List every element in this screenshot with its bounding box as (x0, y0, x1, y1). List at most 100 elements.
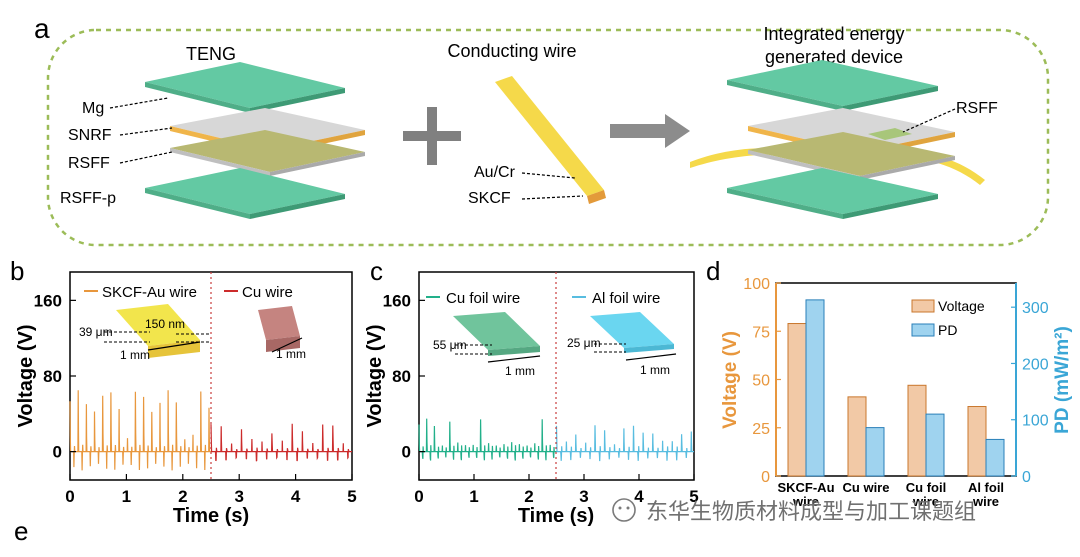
legend-cu-wire: Cu wire (242, 284, 293, 301)
category-label: wire (912, 494, 939, 509)
label-au-cr: Au/Cr (474, 164, 516, 181)
label-snrf: SNRF (68, 127, 112, 144)
x-tick-label: 2 (524, 487, 533, 506)
panel-a-label: a (34, 13, 50, 44)
category-label: Cu wire (843, 480, 890, 495)
panel-d-ylabel-left: Voltage (V) (720, 331, 741, 429)
legend-pd: PD (938, 322, 957, 338)
y-tick-label: 0 (402, 443, 411, 462)
inset-al-foil: 25 μm 1 mm (567, 312, 677, 377)
inset-b-coating: 150 nm (145, 317, 185, 331)
bar-pd (985, 438, 1005, 477)
y-left-tick-label: 0 (761, 469, 770, 486)
panel-c-ticks: 0 80 160 0 1 2 3 4 5 (383, 291, 699, 506)
bar-pd (865, 427, 885, 477)
category-label: Al foil (968, 480, 1004, 495)
integrated-device (690, 60, 985, 219)
label-mg: Mg (82, 100, 104, 117)
y-right-tick-label: 200 (1022, 356, 1049, 373)
inset-cu-wire: 1 mm (258, 306, 306, 361)
bar-voltage (967, 406, 987, 477)
legend-cu-foil-wire: Cu foil wire (446, 290, 520, 307)
x-tick-label: 3 (579, 487, 588, 506)
teng-layer-labels: Mg SNRF RSFF RSFF-p (60, 97, 173, 207)
y-right-tick-label: 0 (1022, 469, 1031, 486)
panel-d-ylabel-right: PD (mW/m²) (1052, 326, 1073, 434)
inset-b-width: 1 mm (120, 348, 150, 362)
panel-c-chart: 0 80 160 0 1 2 3 4 5 Voltage (V) Time (s) Cu foi… (364, 271, 699, 527)
panel-c-ylabel: Voltage (V) (364, 325, 386, 428)
inset-b-thickness: 39 μm (79, 325, 113, 339)
label-skcf: SKCF (468, 190, 511, 207)
y-tick-label: 80 (392, 367, 411, 386)
category-label: wire (972, 494, 999, 509)
panel-c-traces (418, 418, 694, 462)
inset-cu-width: 1 mm (276, 347, 306, 361)
wechat-icon (612, 498, 636, 522)
bar-voltage (847, 396, 867, 477)
panel-b-label: b (10, 256, 24, 286)
panel-d-bars (787, 299, 1005, 477)
y-left-tick-label: 100 (743, 276, 770, 293)
device-title-line1: Integrated energy (763, 24, 904, 44)
trace-cu-foil-wire (418, 418, 557, 461)
label-rsff: RSFF (68, 155, 110, 172)
wire-title: Conducting wire (447, 41, 576, 61)
plus-icon (403, 107, 461, 165)
category-label: wire (792, 494, 819, 509)
device-label-rsff: RSFF (956, 100, 998, 117)
trace-cu-wire (210, 423, 352, 462)
y-left-tick-label: 25 (752, 421, 770, 438)
watermark-text: 东华生物质材料成型与加工课题组 (646, 500, 976, 525)
inset-c-left-thickness: 55 μm (433, 338, 467, 352)
conducting-wire (495, 76, 606, 204)
bar-voltage (787, 323, 807, 477)
inset-skcf-au-wire: 39 μm 150 nm 1 mm (79, 304, 210, 362)
device-title-line2: generated device (765, 47, 903, 67)
inset-c-right-width: 1 mm (640, 363, 670, 377)
category-label: Cu foil (906, 480, 946, 495)
panel-b-xlabel: Time (s) (173, 505, 249, 527)
x-tick-label: 4 (291, 487, 301, 506)
y-left-tick-label: 50 (752, 373, 770, 390)
legend-voltage: Voltage (938, 298, 985, 314)
watermark: 东华生物质材料成型与加工课题组 (612, 498, 976, 525)
x-tick-label: 3 (234, 487, 243, 506)
bar-pd (805, 299, 825, 477)
y-right-tick-label: 100 (1022, 413, 1049, 430)
y-tick-label: 80 (43, 367, 62, 386)
y-right-tick-label: 300 (1022, 300, 1049, 317)
teng-stack (145, 62, 365, 219)
legend-al-foil-wire: Al foil wire (592, 290, 660, 307)
x-tick-label: 2 (178, 487, 187, 506)
inset-cu-foil: 55 μm 1 mm (433, 312, 541, 378)
panel-e-label: e (14, 516, 28, 546)
panel-b-ylabel: Voltage (V) (15, 325, 37, 428)
x-tick-label: 1 (469, 487, 478, 506)
panel-c-xlabel: Time (s) (518, 505, 594, 527)
y-tick-label: 160 (383, 291, 411, 310)
legend-skcf-au-wire: SKCF-Au wire (102, 284, 197, 301)
x-tick-label: 5 (689, 487, 698, 506)
x-tick-label: 1 (122, 487, 131, 506)
panel-c-label: c (370, 256, 383, 286)
panel-a-frame (46, 28, 1050, 247)
inset-c-left-width: 1 mm (505, 364, 535, 378)
x-tick-label: 5 (347, 487, 356, 506)
bar-pd (925, 413, 945, 477)
x-tick-label: 4 (634, 487, 644, 506)
y-left-tick-label: 75 (752, 324, 770, 341)
category-label: SKCF-Au (777, 480, 834, 495)
panel-b-traces (69, 390, 352, 471)
y-tick-label: 160 (34, 291, 62, 310)
trace-skcf-au-wire (69, 390, 211, 471)
trace-al-foil-wire (555, 425, 694, 462)
x-tick-label: 0 (414, 487, 423, 506)
arrow-right-icon (610, 114, 690, 148)
label-rsff-p: RSFF-p (60, 190, 116, 207)
x-tick-label: 0 (65, 487, 74, 506)
